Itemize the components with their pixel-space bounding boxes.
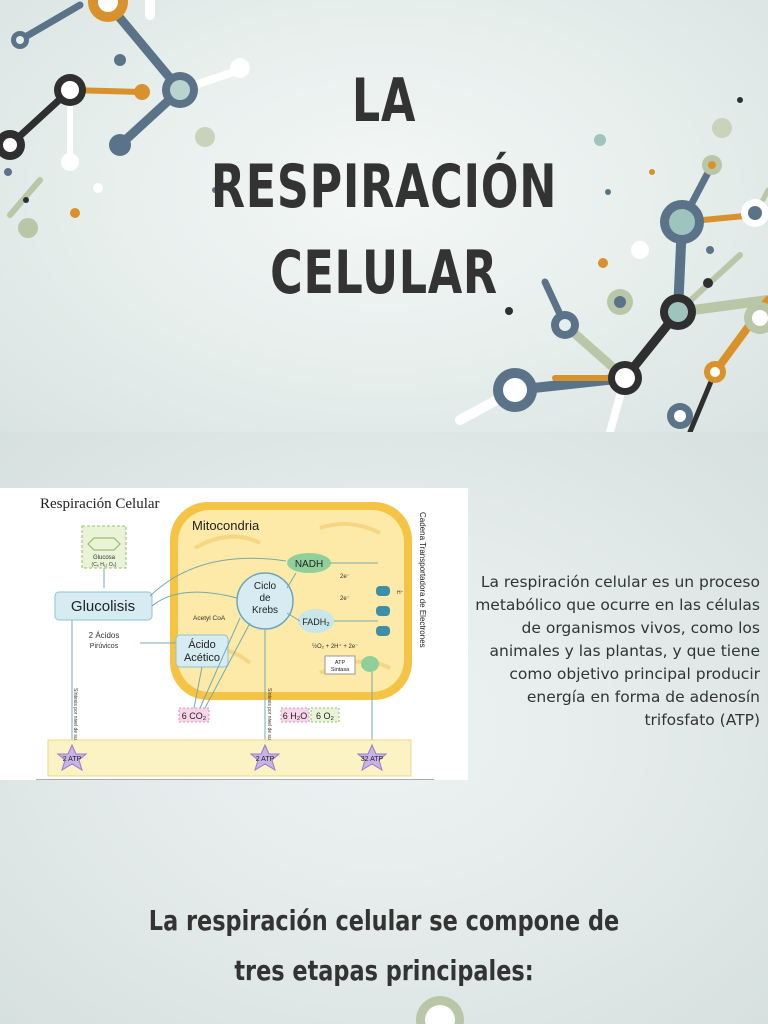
- bottom-decoration: [416, 996, 464, 1024]
- acetyl-coa-label: Acetyl CoA: [193, 615, 226, 622]
- atp-bar: [47, 739, 412, 777]
- electron-label-2: 2e⁻: [340, 596, 350, 602]
- diagram-svg: Respiración Celular Mitocondria Glucosa …: [36, 496, 434, 781]
- h2o-box: [280, 707, 310, 723]
- chain-protein-1: [376, 586, 390, 596]
- title-line-2: RESPIRACIÓN: [210, 152, 558, 222]
- title-line-3: CELULAR: [270, 238, 498, 308]
- diagram-heading: Respiración Celular: [40, 496, 160, 512]
- proton-label: H⁺: [397, 590, 404, 596]
- oxygen-reaction: ½O₂ + 2H⁺ + 2e⁻: [312, 643, 358, 650]
- co2-box: [178, 707, 210, 723]
- atp-label-2: 2 ATP: [256, 756, 275, 763]
- hexagon-icon: [87, 537, 121, 551]
- slide-title: LA RESPIRACIÓN CELULAR: [100, 58, 668, 316]
- glucosa-formula: (C₆ H₁₂ O₆): [92, 562, 117, 568]
- cadena-label: Cadena Transportadora de Electrones: [418, 512, 427, 648]
- nadh-ellipse: [287, 553, 331, 573]
- acidos-line-1: 2 Ácidos: [89, 631, 120, 640]
- subtitle-line-2: tres etapas principales:: [234, 954, 534, 987]
- atp-label-1: 2 ATP: [63, 756, 82, 763]
- ciclo-line-3: Krebs: [252, 605, 278, 616]
- sintesis-label-2: Síntesis por nivel de sustrato: [266, 688, 272, 752]
- co2-label: 6 CO₂: [182, 711, 207, 721]
- slide-subtitle: La respiración celular se compone de tre…: [77, 896, 691, 996]
- glucosa-box: [81, 525, 127, 569]
- molecule-decoration: [0, 0, 768, 432]
- acidos-line-2: Pirúvicos: [90, 643, 119, 650]
- atp-sintasa-line-2: Sintasa: [331, 667, 350, 673]
- glucosa-label: Glucosa: [93, 555, 116, 561]
- electron-label-1: 2e⁻: [340, 574, 350, 580]
- fadh-label: FADH₂: [302, 617, 330, 627]
- chain-protein-3: [376, 626, 390, 636]
- atp-sintasa-line-1: ATP: [335, 660, 346, 666]
- atp-sintasa-shape: [361, 656, 379, 672]
- acido-line-1: Ácido: [188, 638, 216, 651]
- glucolisis-label: Glucolisis: [71, 598, 135, 615]
- o2-label: 6 O₂: [316, 711, 335, 721]
- sintesis-label-1: Síntesis por nivel de sustrato: [72, 688, 78, 752]
- h2o-label: 6 H₂O: [283, 711, 308, 721]
- chain-protein-2: [376, 606, 390, 616]
- atp-star-1: [56, 743, 88, 772]
- respiration-diagram: Respiración Celular Mitocondria Glucosa …: [0, 488, 468, 781]
- acido-line-2: Acético: [184, 652, 220, 664]
- atp-label-3: 32 ATP: [361, 756, 384, 763]
- ciclo-line-1: Ciclo: [254, 581, 277, 592]
- atp-star-2: [249, 743, 281, 772]
- mitocondria-label: Mitocondria: [192, 518, 260, 533]
- atp-star-3: [356, 743, 388, 772]
- title-line-1: LA: [351, 66, 417, 136]
- nadh-label: NADH: [295, 559, 323, 570]
- atp-sintasa-box: [324, 655, 356, 675]
- description-text: La respiración celular es un proceso met…: [475, 573, 760, 729]
- title-slide: LA RESPIRACIÓN CELULAR: [0, 0, 768, 432]
- fadh-ellipse: [298, 609, 334, 633]
- o2-box: [310, 707, 340, 723]
- content-slide: Respiración Celular Mitocondria Glucosa …: [0, 432, 768, 1024]
- ciclo-line-2: de: [259, 593, 271, 604]
- subtitle-line-1: La respiración celular se compone de: [148, 904, 620, 937]
